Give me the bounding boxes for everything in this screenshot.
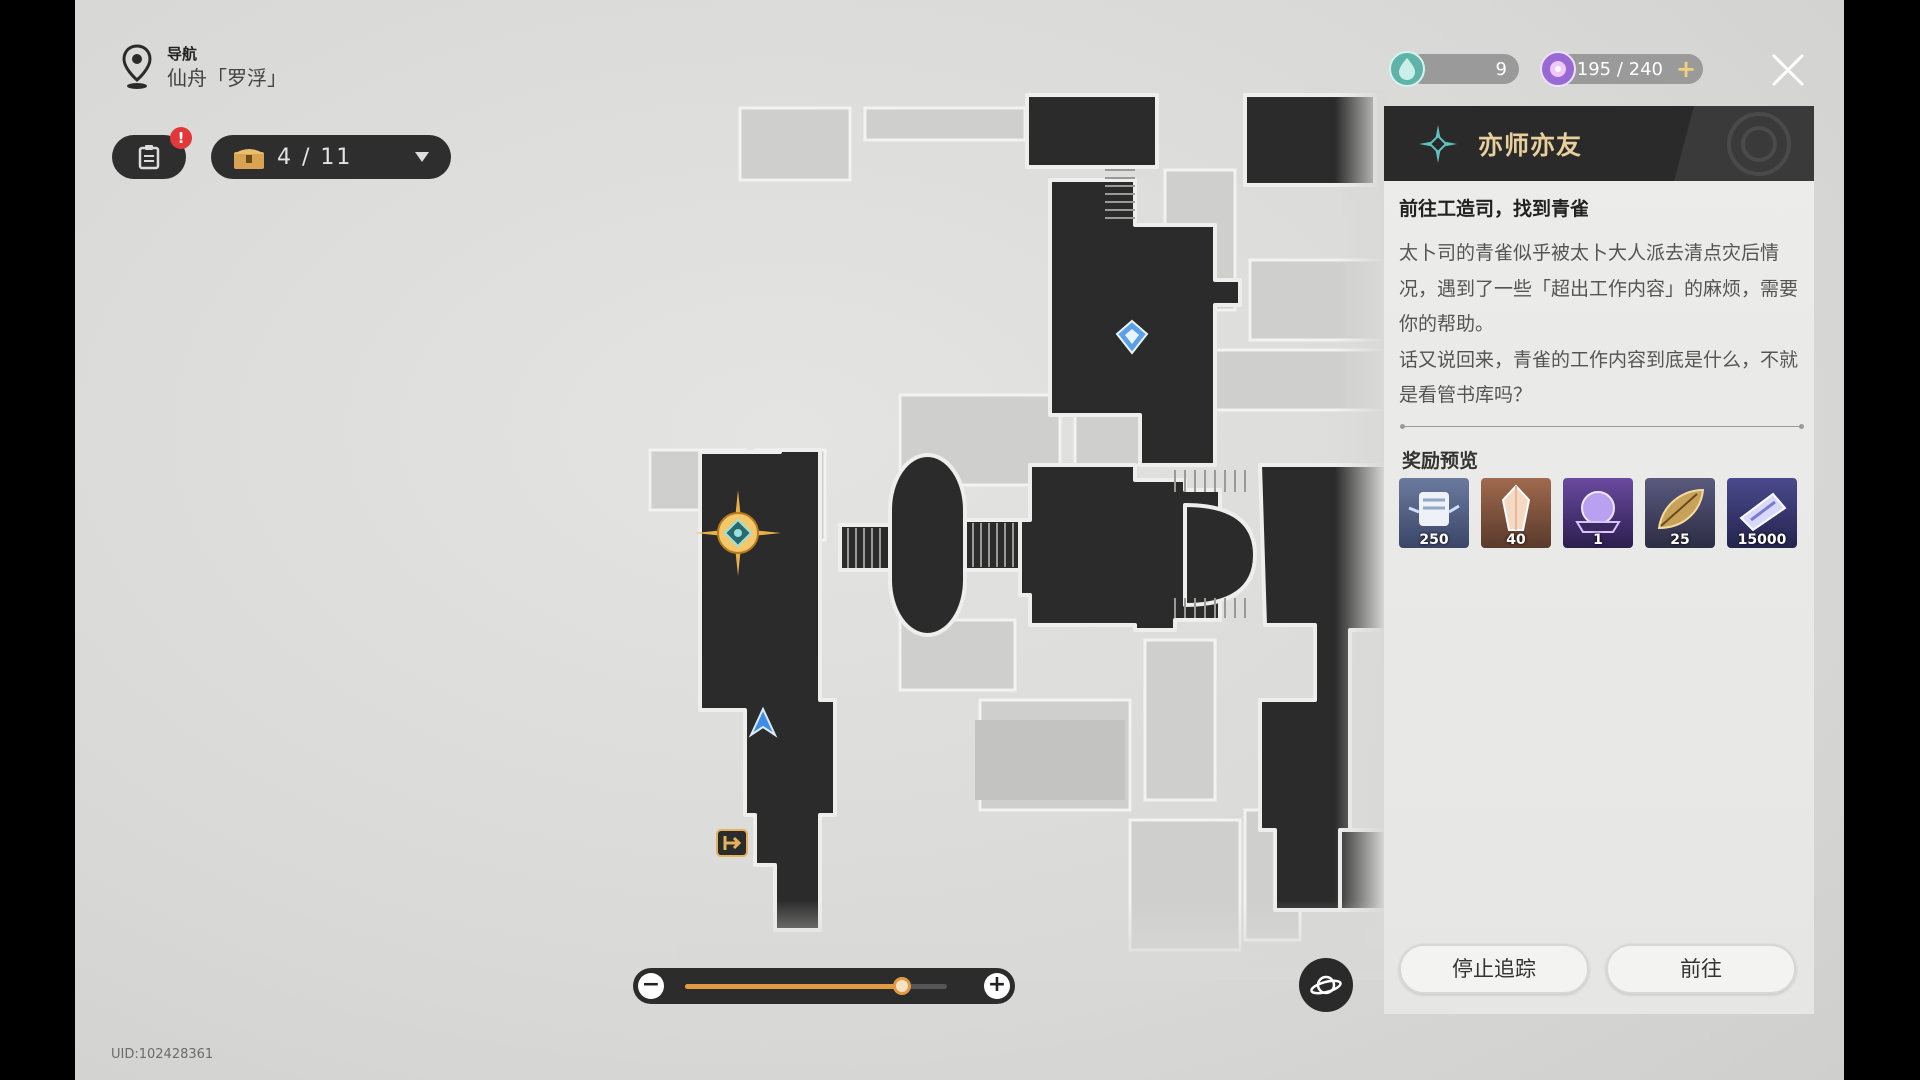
treasure-chest-dropdown[interactable]: 4 / 11: [211, 135, 451, 179]
current-location: 仙舟「罗浮」: [167, 66, 287, 90]
clipboard-icon: [138, 145, 160, 170]
reward-qty: 25: [1670, 532, 1690, 548]
fuel-icon: [1389, 51, 1425, 87]
orb-icon: [1575, 491, 1621, 533]
rewards-title: 奖励预览: [1402, 450, 1479, 472]
reward-item[interactable]: 15000: [1727, 478, 1797, 548]
quest-title: 亦师亦友: [1478, 130, 1583, 160]
reward-item[interactable]: 25: [1645, 478, 1715, 548]
reward-item[interactable]: 40: [1481, 478, 1551, 548]
quest-diamond-icon: [1419, 124, 1457, 163]
fuel-counter: 9: [1407, 54, 1519, 84]
reward-qty: 1: [1593, 532, 1603, 548]
stop-tracking-button[interactable]: 停止追踪: [1399, 944, 1589, 994]
stamina-value: 195 / 240: [1576, 58, 1663, 80]
rewards-list: 250 40 1 25: [1399, 478, 1797, 548]
treasure-chest-icon: [234, 149, 264, 169]
zoom-slider-handle[interactable]: [893, 977, 912, 995]
zoom-in-button[interactable]: +: [984, 973, 1010, 999]
quest-description-paragraph: 话又说回来，青雀的工作内容到底是什么，不就是看管书库吗？: [1399, 348, 1799, 407]
quest-emblem-icon: [1674, 106, 1814, 181]
reward-qty: 250: [1419, 532, 1449, 548]
chevron-down-icon: [415, 152, 429, 162]
credit-icon: [1739, 492, 1787, 532]
fuel-value: 9: [1495, 58, 1507, 80]
reward-qty: 15000: [1737, 532, 1787, 548]
zoom-slider[interactable]: [685, 977, 947, 995]
chest-count: 4 / 11: [277, 144, 353, 170]
quest-detail-panel: 亦师亦友 前往工造司，找到青雀 太卜司的青雀似乎被太卜大人派去清点灾后情况，遇到…: [1384, 106, 1814, 1014]
quest-target-marker-icon[interactable]: [693, 488, 783, 578]
alert-badge: !: [170, 127, 192, 149]
game-screen: 导航 仙舟「罗浮」 ! 4 / 11 9 195 / 240: [75, 0, 1844, 1080]
divider: [1400, 424, 1804, 429]
zoom-control: − +: [633, 968, 1015, 1004]
navigation-label: 导航: [167, 45, 198, 63]
user-id: UID:102428361: [111, 1047, 214, 1062]
crystal-icon: [1501, 484, 1531, 531]
close-icon[interactable]: [1770, 52, 1806, 88]
go-button[interactable]: 前往: [1606, 944, 1796, 994]
planet-icon: [1310, 975, 1342, 995]
player-position-icon: [748, 706, 778, 738]
stamina-icon: [1540, 51, 1576, 87]
quest-header: 亦师亦友: [1384, 106, 1814, 181]
jade-icon: [1408, 492, 1460, 526]
reward-qty: 40: [1506, 532, 1526, 548]
location-pin-icon: [122, 44, 152, 89]
exit-door-icon[interactable]: [715, 828, 749, 858]
zoom-fill: [685, 984, 903, 989]
quest-objective: 前往工造司，找到青雀: [1399, 198, 1590, 220]
navigation-header: 导航 仙舟「罗浮」: [121, 44, 287, 92]
reward-item[interactable]: 250: [1399, 478, 1469, 548]
zoom-out-button[interactable]: −: [638, 973, 664, 999]
reward-item[interactable]: 1: [1563, 478, 1633, 548]
quest-log-button[interactable]: [112, 135, 186, 179]
add-stamina-button[interactable]: +: [1675, 55, 1697, 83]
leaf-icon: [1657, 488, 1705, 530]
quest-description-paragraph: 太卜司的青雀似乎被太卜大人派去清点灾后情况，遇到了一些「超出工作内容」的麻烦，需…: [1399, 242, 1799, 335]
map-canvas[interactable]: [75, 0, 1844, 1080]
stamina-counter: 195 / 240: [1553, 54, 1703, 84]
quest-description: 太卜司的青雀似乎被太卜大人派去清点灾后情况，遇到了一些「超出工作内容」的麻烦，需…: [1399, 236, 1804, 414]
teleport-waypoint-icon[interactable]: [1113, 318, 1151, 356]
world-map-button[interactable]: [1299, 958, 1353, 1012]
